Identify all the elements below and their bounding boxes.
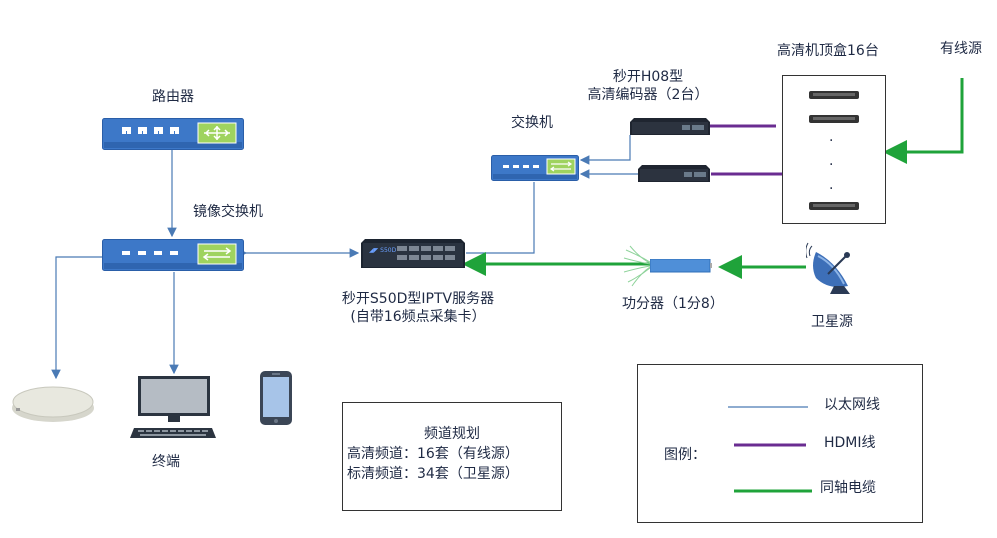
encoder1-to-switch-line: [579, 135, 631, 165]
legend-hdmi-label: HDMI线: [824, 435, 876, 451]
legend-ethernet-swatch: [728, 406, 808, 408]
stb-device-icon: [809, 115, 859, 123]
mirror-switch-label: 镜像交换机: [193, 204, 263, 220]
satellite-label: 卫星源: [811, 314, 853, 330]
stb-device-icon: [809, 202, 859, 210]
phone-icon[interactable]: [259, 370, 293, 426]
encoder-label-line1: 秒开H08型: [612, 69, 684, 85]
terminal-label: 终端: [152, 454, 180, 470]
legend-ethernet-label: 以太网线: [824, 397, 880, 413]
stb-device-icon: [809, 91, 859, 99]
stb-dot: ·: [829, 133, 834, 149]
svg-text:◢◤ S50D: ◢◤ S50D: [369, 247, 397, 254]
router-label: 路由器: [152, 89, 194, 105]
mirror-switch-icon[interactable]: [102, 239, 244, 271]
stb-group[interactable]: · · ·: [782, 75, 886, 224]
channel-plan-hd: 高清频道：16套（有线源）: [347, 446, 519, 462]
cable-source-label: 有线源: [940, 41, 982, 57]
splitter-fanout: [623, 245, 651, 287]
cable-source-to-stb-line: [883, 78, 964, 164]
encoder-1-icon[interactable]: [630, 118, 710, 136]
legend-box: 图例： 以太网线 HDMI线 同轴电缆: [637, 364, 923, 523]
server-label-line1: 秒开S50D型IPTV服务器: [341, 291, 495, 307]
iptv-server-icon[interactable]: ◢◤ S50D: [361, 235, 467, 271]
legend-title: 图例：: [664, 447, 706, 463]
switch-label: 交换机: [511, 115, 553, 131]
channel-plan-box: 频道规划 高清频道：16套（有线源） 标清频道：34套（卫星源）: [342, 402, 562, 511]
legend-coax-swatch: [734, 489, 812, 493]
satellite-dish-icon[interactable]: [806, 240, 862, 296]
server-to-switch-line: [466, 182, 535, 254]
access-point-icon[interactable]: [10, 382, 96, 424]
stb-dot: ·: [829, 181, 834, 197]
switch-icon[interactable]: [491, 155, 579, 181]
server-label-line2: (自带16频点采集卡）: [350, 309, 486, 325]
legend-hdmi-swatch: [734, 443, 806, 447]
channel-plan-sd: 标清频道：34套（卫星源）: [347, 466, 519, 482]
pc-icon[interactable]: [130, 374, 216, 440]
channel-plan-title: 频道规划: [424, 426, 480, 442]
mirror-to-ap-line: [51, 256, 104, 380]
legend-coax-label: 同轴电缆: [820, 480, 876, 496]
encoder-2-icon[interactable]: [638, 165, 710, 183]
stb-label: 高清机顶盒16台: [777, 43, 879, 59]
stb-dot: ·: [829, 157, 834, 173]
splitter-icon[interactable]: [650, 259, 712, 273]
encoder-label-line2: 高清编码器（2台）: [587, 87, 709, 103]
router-icon[interactable]: [102, 118, 244, 150]
splitter-label: 功分器（1分8）: [622, 296, 724, 312]
